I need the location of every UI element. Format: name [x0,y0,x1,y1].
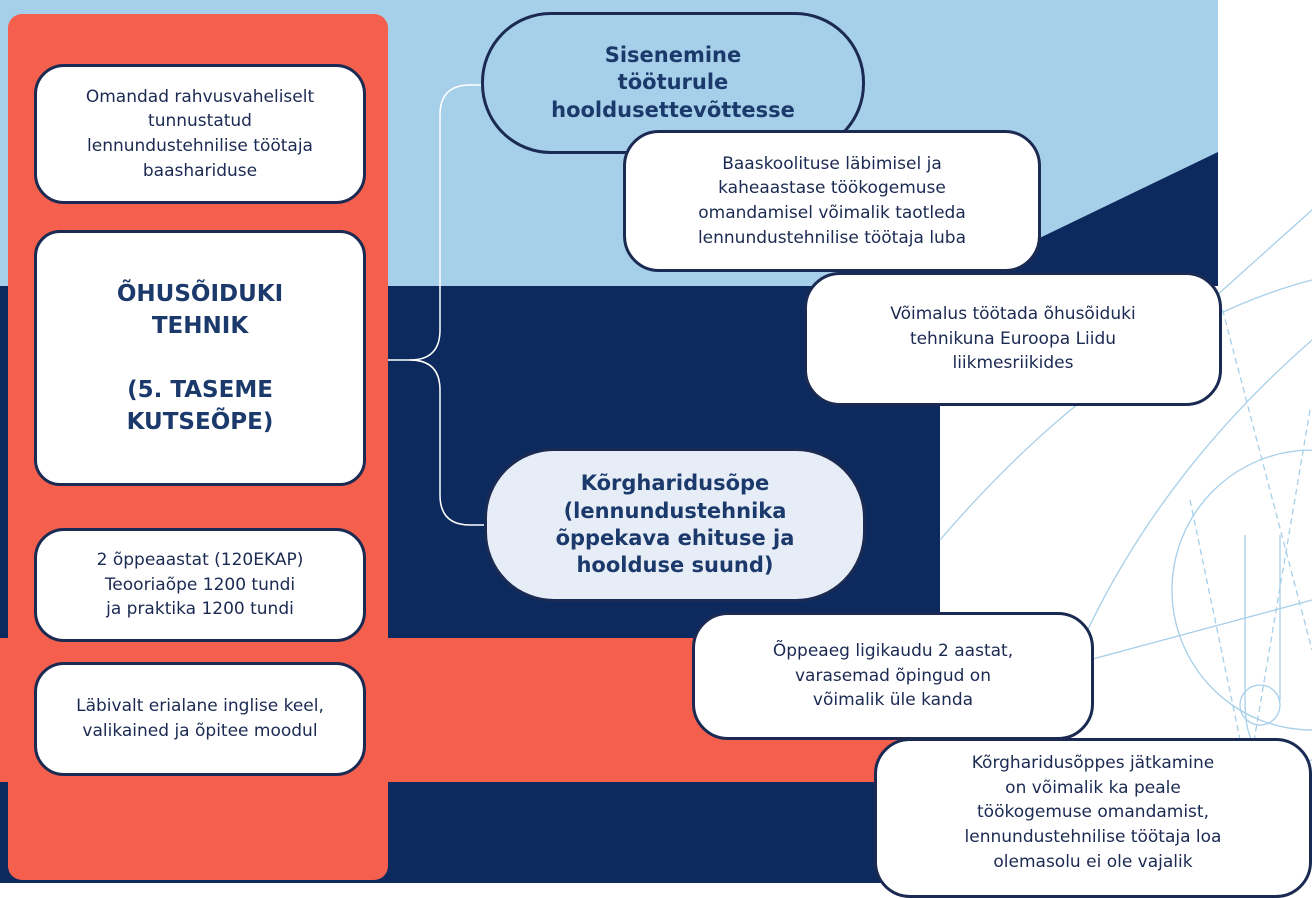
study-duration-text: Õppeaeg ligikaudu 2 aastat, varasemad õp… [772,641,1014,711]
language-note-text: Läbivalt erialane inglise keel, valikain… [76,696,324,741]
study-duration-card: Õppeaeg ligikaudu 2 aastat, varasemad õp… [692,612,1094,740]
eu-work-detail-card: Võimalus töötada õhusõiduki tehnikuna Eu… [804,272,1222,406]
program-title: ÕHUSÕIDUKI TEHNIK (5. TASEME KUTSEÕPE) [116,280,284,436]
work-branch-heading-text: Sisenemine tööturule hooldusettevõttesse [551,43,795,122]
continue-study-card: Kõrgharidusõppes jätkamine on võimalik k… [874,738,1312,898]
duration-note-card: 2 õppeaastat (120EKAP) Teooriaõpe 1200 t… [34,528,366,642]
certificate-note-card: Omandad rahvusvaheliselt tunnustatud len… [34,64,366,204]
eu-work-detail-text: Võimalus töötada õhusõiduki tehnikuna Eu… [890,304,1136,374]
license-detail-text: Baaskoolituse läbimisel ja kaheaastase t… [697,153,967,248]
program-title-card: ÕHUSÕIDUKI TEHNIK (5. TASEME KUTSEÕPE) [34,230,366,486]
continue-study-text: Kõrgharidusõppes jätkamine on võimalik k… [964,753,1222,872]
study-branch-heading-text: Kõrgharidusõpe (lennundustehnika õppekav… [555,471,795,578]
certificate-note-text: Omandad rahvusvaheliselt tunnustatud len… [85,86,315,181]
study-branch-heading: Kõrgharidusõpe (lennundustehnika õppekav… [484,448,866,602]
license-detail-card: Baaskoolituse läbimisel ja kaheaastase t… [623,130,1041,272]
duration-note-text: 2 õppeaastat (120EKAP) Teooriaõpe 1200 t… [96,550,304,620]
language-note-card: Läbivalt erialane inglise keel, valikain… [34,662,366,776]
